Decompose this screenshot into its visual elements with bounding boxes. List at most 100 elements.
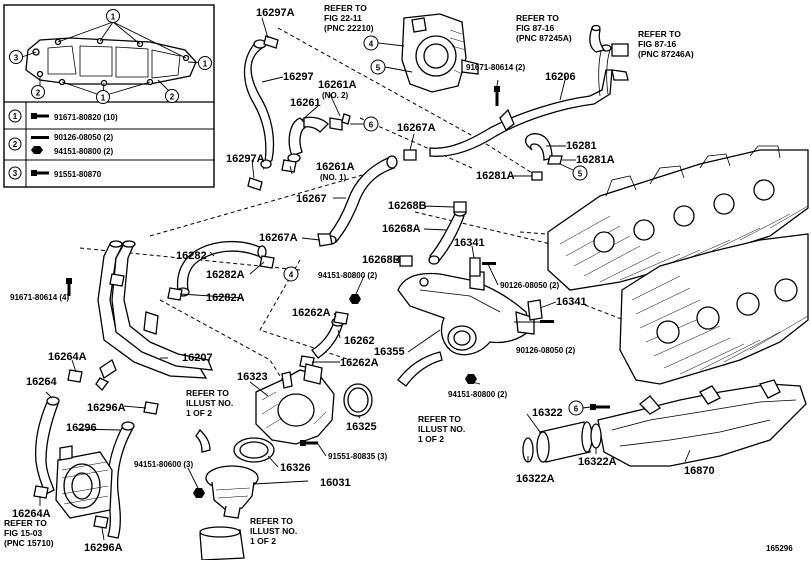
svg-text:REFER TO: REFER TO — [250, 516, 293, 526]
label-16264: 16264 — [26, 376, 57, 388]
label-16281: 16281 — [566, 140, 597, 152]
label-16322A-a: 16322A — [516, 473, 555, 485]
label-16268B-b: 16268B — [362, 254, 401, 266]
svg-text:ILLUST NO.: ILLUST NO. — [186, 398, 233, 408]
clamp-16267A-mid — [317, 233, 333, 247]
clamp-16261A-no2 — [329, 113, 351, 131]
label-16262: 16262 — [344, 335, 375, 347]
crossover-16870 — [597, 379, 807, 467]
pipe-upper-right-b — [611, 43, 629, 57]
oil-cooler — [55, 445, 113, 519]
svg-text:FIG 87-16: FIG 87-16 — [638, 39, 677, 49]
label-16031: 16031 — [320, 477, 351, 489]
ref-illust-left: REFER TO ILLUST NO. 1 OF 2 — [186, 388, 233, 418]
pipe-16206 — [429, 44, 629, 157]
gasket-16341-a — [469, 257, 481, 277]
legend-part-2a: 90126-08050 (2) — [54, 133, 113, 142]
label-16341-a: 16341 — [454, 237, 485, 249]
svg-text:ILLUST NO.: ILLUST NO. — [418, 424, 465, 434]
hose-16261 — [287, 116, 329, 163]
bolt-91551-80835 — [300, 440, 318, 446]
svg-text:3: 3 — [13, 169, 18, 178]
ref-illust-bottom: REFER TO ILLUST NO. 1 OF 2 — [250, 516, 297, 546]
clamp-16261A-no1 — [281, 159, 297, 173]
label-91671-80614-left: 91671-80614 (4) — [10, 293, 69, 302]
svg-text:FIG 87-16: FIG 87-16 — [516, 23, 555, 33]
clamp-16282A-b — [167, 287, 183, 301]
o-ring-16322A-b — [590, 423, 602, 449]
svg-text:REFER TO: REFER TO — [418, 414, 461, 424]
callout-5-right: 5 — [559, 163, 588, 181]
thermostat-16031 — [205, 465, 259, 519]
nut-94151-80800-b — [465, 374, 477, 384]
svg-text:2: 2 — [170, 93, 175, 102]
nut-94151-80800-a — [349, 294, 361, 304]
gasket-16325 — [343, 383, 373, 417]
svg-text:2: 2 — [36, 89, 41, 98]
label-16264A-b: 16264A — [12, 508, 51, 520]
clamp-16262A-a — [333, 311, 349, 325]
label-no1: (NO. 1) — [320, 173, 347, 182]
cylinder-head-lower — [619, 233, 809, 385]
pipe-16322 — [536, 421, 593, 463]
label-16262A-b: 16262A — [340, 357, 379, 369]
callout-4-top: 4 — [363, 35, 405, 51]
svg-text:5: 5 — [578, 170, 583, 179]
clamp-16264A-a — [67, 369, 83, 383]
hose-16262 — [311, 317, 345, 359]
inset-callout-3-left: 3 — [9, 50, 23, 64]
svg-text:1: 1 — [101, 94, 106, 103]
clamp-16282A-a — [259, 255, 275, 269]
svg-text:(PNC 22210): (PNC 22210) — [324, 23, 374, 33]
bolt-callout6-lower — [590, 404, 610, 410]
cylinder-head-upper — [547, 145, 809, 291]
bolt-icon — [31, 170, 49, 176]
clamp-16281A-r — [547, 155, 563, 165]
label-16325: 16325 — [346, 421, 377, 433]
clamp-16297A-left — [247, 177, 263, 191]
inset-callout-2-left: 2 — [31, 85, 45, 99]
legend-part-2b: 94151-80800 (2) — [54, 147, 113, 156]
svg-text:(PNC 87246A): (PNC 87246A) — [638, 49, 694, 59]
callout-6-lower: 6 — [568, 400, 591, 416]
svg-text:(PNC 87245A): (PNC 87245A) — [516, 33, 572, 43]
hose-16268A — [428, 207, 467, 265]
svg-text:1: 1 — [13, 112, 18, 121]
label-16297A-top: 16297A — [256, 7, 295, 19]
stud-90126-08050-b — [540, 320, 554, 323]
label-16281A-r: 16281A — [576, 154, 615, 166]
svg-text:6: 6 — [574, 405, 579, 414]
gasket-16326 — [233, 437, 275, 463]
bolt-icon — [31, 113, 49, 119]
hose-16281 — [524, 133, 553, 161]
leader-lines — [39, 17, 691, 541]
label-16870: 16870 — [684, 465, 715, 477]
ref-fig87b: REFER TO FIG 87-16 (PNC 87246A) — [638, 29, 694, 59]
label-16282A-a: 16282A — [206, 269, 245, 281]
crossover-plate-drawing — [21, 21, 203, 97]
svg-text:REFER TO: REFER TO — [324, 3, 367, 13]
label-16261: 16261 — [290, 97, 321, 109]
gasket-16341-b — [527, 299, 543, 321]
label-16296: 16296 — [66, 422, 97, 434]
hose-16264 — [34, 396, 60, 495]
label-16268A: 16268A — [382, 223, 421, 235]
label-16268B-a: 16268B — [388, 200, 427, 212]
label-94151-80800-a: 94151-80800 (2) — [318, 271, 377, 280]
label-16341-b: 16341 — [556, 296, 587, 308]
svg-text:REFER TO: REFER TO — [638, 29, 681, 39]
label-no2: (NO. 2) — [322, 91, 349, 100]
inset-callout-1-top: 1 — [106, 9, 120, 23]
figure-number: 165296 — [766, 544, 793, 553]
svg-text:1: 1 — [203, 60, 208, 69]
svg-text:FIG 15-03: FIG 15-03 — [4, 528, 43, 538]
clamp-16296A-a — [143, 401, 159, 415]
svg-text:2: 2 — [13, 140, 18, 149]
label-16297A-left: 16297A — [226, 153, 265, 165]
legend-table: 1 91671-80820 (10) 2 90126-08050 (2) 941… — [4, 102, 214, 187]
label-94151-80600: 94151-80600 (3) — [134, 460, 193, 469]
label-16261A-no1: 16261A — [316, 161, 355, 173]
clamp-16281A-l — [531, 171, 543, 181]
svg-text:ILLUST NO.: ILLUST NO. — [250, 526, 297, 536]
